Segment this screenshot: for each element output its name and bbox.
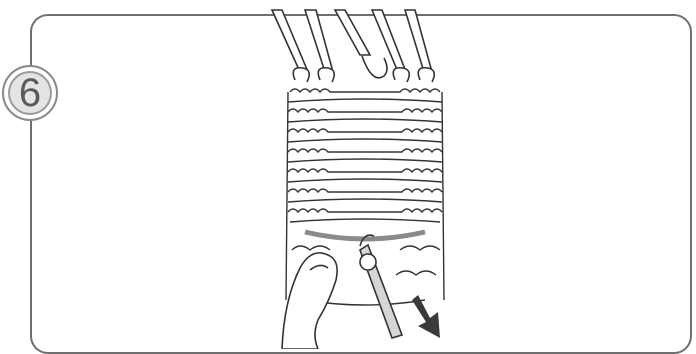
loom-peg-icon bbox=[372, 10, 409, 82]
loom-pegs bbox=[272, 10, 434, 82]
knit-stitch-row-icon bbox=[288, 149, 442, 162]
loom-peg-icon bbox=[405, 10, 434, 82]
knit-stitch-row-icon bbox=[288, 209, 442, 222]
knit-stitch-row-icon bbox=[288, 129, 442, 142]
knit-stitch-row-icon bbox=[288, 109, 442, 122]
hand-icon bbox=[282, 253, 337, 349]
knit-stitch-row-icon bbox=[288, 189, 442, 202]
knit-stitch-row-icon bbox=[288, 169, 442, 182]
crochet-hook-icon bbox=[360, 235, 402, 338]
loom-peg-icon bbox=[272, 10, 309, 82]
pull-down-arrow-icon bbox=[412, 295, 440, 338]
knit-stitch-row-icon bbox=[288, 89, 442, 102]
loom-peg-icon bbox=[305, 10, 334, 82]
